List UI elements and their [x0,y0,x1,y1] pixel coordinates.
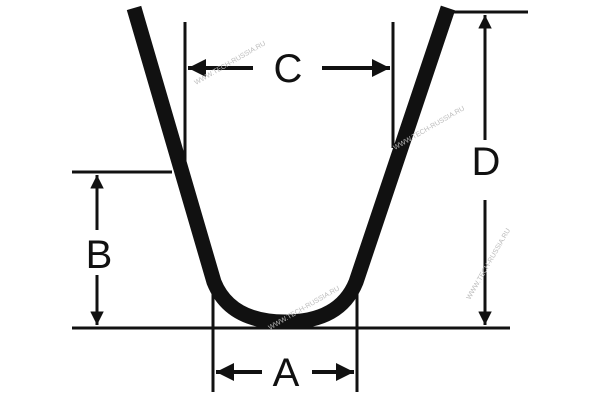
label-c: C [274,47,303,91]
label-d: D [472,140,501,184]
watermark: WWW.TECH-RUSSIA.RU [466,227,513,301]
belt-profile [126,5,456,330]
label-a: A [273,351,300,395]
label-b: B [86,233,113,277]
watermark: WWW.TECH-RUSSIA.RU [194,40,268,87]
